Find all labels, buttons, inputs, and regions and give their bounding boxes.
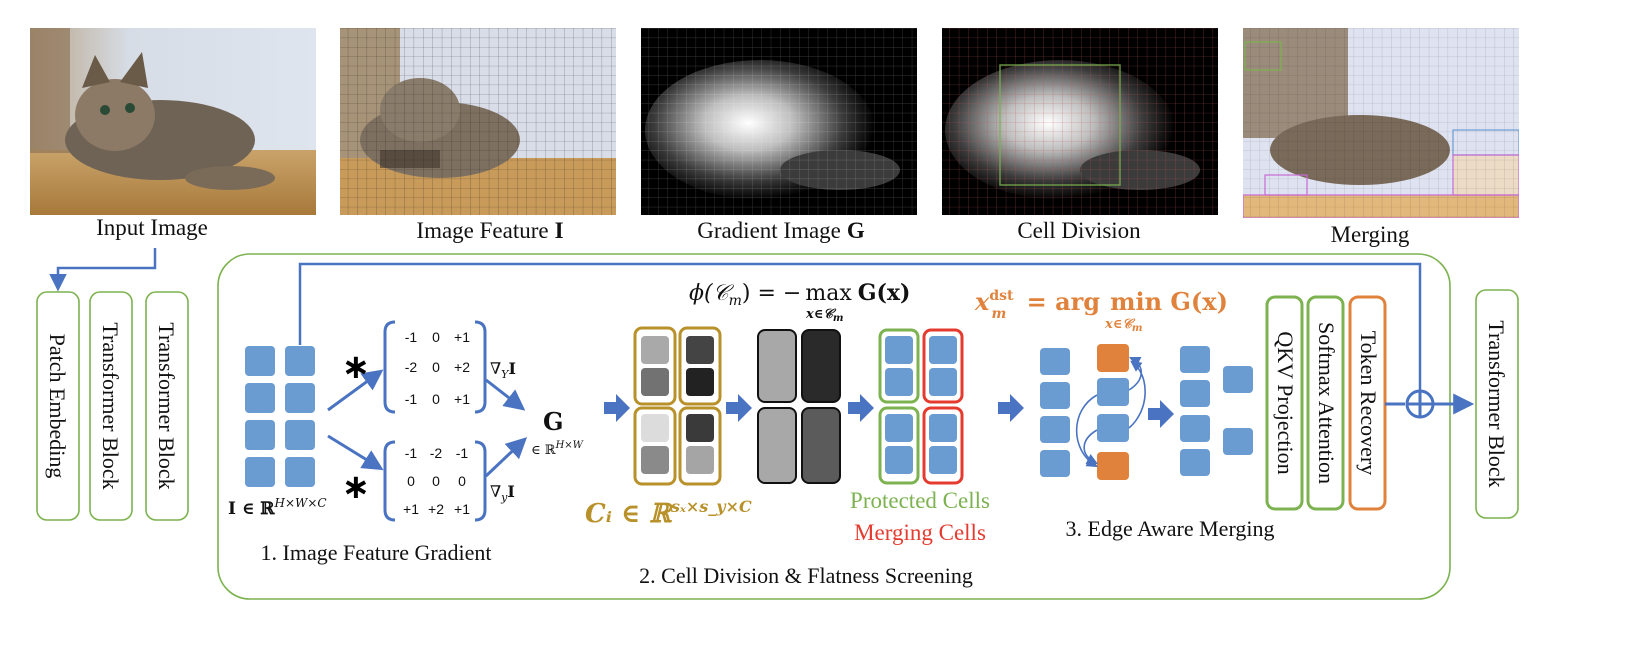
to-merging-block-arrow — [998, 394, 1024, 422]
merged-tokens — [1180, 346, 1253, 476]
qkv-projection-label: QKV Projection — [1273, 331, 1298, 474]
residual-skip-line — [298, 262, 1422, 390]
softmax-attention-label: Softmax Attention — [1314, 322, 1339, 484]
G-symbol: G — [543, 407, 564, 436]
feature-domain-math: I ∈ ℝH×W×C — [228, 496, 327, 519]
protected-cells-label: Protected Cells — [850, 488, 990, 513]
svg-text:+2: +2 — [428, 501, 444, 517]
merge-input-tokens — [1040, 348, 1070, 477]
grad-y-to-G-arrow — [485, 378, 526, 411]
patch-embedding-label: Patch Embeding — [45, 334, 70, 479]
to-kernel-y-arrow — [327, 369, 384, 412]
sobel-kernel-x: -1 -2 -1 0 0 0 +1 +2 +1 — [383, 440, 487, 522]
cell-division-thumbnail — [942, 28, 1218, 215]
svg-text:+1: +1 — [454, 501, 470, 517]
merge-candidate-tokens — [1075, 344, 1146, 480]
to-cells-block-arrow — [604, 394, 630, 422]
input-image-thumbnail — [30, 28, 316, 215]
svg-text:+1: +1 — [454, 329, 470, 345]
transformer-block-1-box — [89, 291, 133, 521]
svg-text:0: 0 — [432, 473, 440, 489]
output-transformer-block-box — [1475, 289, 1519, 519]
svg-text:0: 0 — [432, 359, 440, 375]
to-flatness-block-arrow — [726, 394, 752, 422]
stage2-title: 2. Cell Division & Flatness Screening — [639, 563, 973, 588]
transformer-block-1-label: Transformer Block — [98, 322, 123, 489]
input-to-embedding-arrow — [49, 248, 157, 292]
svg-text:0: 0 — [407, 473, 415, 489]
svg-text:0: 0 — [458, 473, 466, 489]
max-subscript: x∈𝒞m — [805, 307, 843, 324]
to-merged-block-arrow — [1148, 400, 1174, 428]
merging-cells-label: Merging Cells — [854, 520, 986, 545]
svg-text:0: 0 — [432, 391, 440, 407]
sobel-kernel-y: -1 0 +1 -2 0 +2 -1 0 +1 — [383, 320, 487, 414]
input-image-caption: Input Image — [96, 215, 208, 240]
transformer-block-2-box — [145, 291, 189, 521]
svg-text:+1: +1 — [454, 391, 470, 407]
softmax-attention-box — [1306, 295, 1345, 511]
grad-x-to-G-arrow — [484, 437, 528, 478]
merging-caption: Merging — [1331, 222, 1410, 247]
svg-text:0: 0 — [432, 329, 440, 345]
transformer-block-2-label: Transformer Block — [154, 322, 179, 489]
svg-text:-1: -1 — [405, 391, 418, 407]
G-domain-math: ∈ ℝH×W — [531, 440, 584, 458]
cell-division-caption: Cell Division — [1017, 218, 1141, 243]
patch-embedding-box — [36, 291, 80, 521]
conv-operator-bottom: ∗ — [342, 467, 371, 507]
gradient-image-thumbnail — [641, 28, 917, 215]
merging-thumbnail — [1243, 28, 1519, 218]
stage3-title: 3. Edge Aware Merging — [1066, 516, 1275, 541]
svg-text:+2: +2 — [454, 359, 470, 375]
flatness-score-blocks — [757, 329, 841, 484]
token-recovery-label: Token Recovery — [1356, 331, 1381, 475]
svg-text:-2: -2 — [430, 445, 443, 461]
qkv-projection-box — [1265, 295, 1304, 511]
svg-text:-1: -1 — [456, 445, 469, 461]
to-kernel-x-arrow — [327, 434, 384, 471]
grad-Y-label: ∇YI — [490, 359, 516, 381]
stage1-feature-tokens — [245, 346, 315, 487]
to-screening-block-arrow — [848, 394, 874, 422]
edge-aware-module-frame — [217, 253, 1451, 600]
svg-text:-1: -1 — [405, 445, 418, 461]
output-transformer-block-label: Transformer Block — [1484, 320, 1509, 487]
svg-text:-2: -2 — [405, 359, 418, 375]
svg-text:+1: +1 — [403, 501, 419, 517]
grad-y-label: ∇yI — [490, 482, 515, 504]
cell-domain-math: Cᵢ ∈ ℝsₓ×s_y×C — [585, 497, 752, 529]
min-subscript: x∈𝒞m — [1104, 317, 1142, 334]
conv-operator-top: ∗ — [342, 347, 371, 387]
screened-cells — [878, 328, 964, 485]
gold-cells-grid — [633, 326, 722, 486]
stage1-title: 1. Image Feature Gradient — [261, 540, 492, 565]
svg-text:-1: -1 — [405, 329, 418, 345]
image-feature-thumbnail — [340, 28, 616, 215]
